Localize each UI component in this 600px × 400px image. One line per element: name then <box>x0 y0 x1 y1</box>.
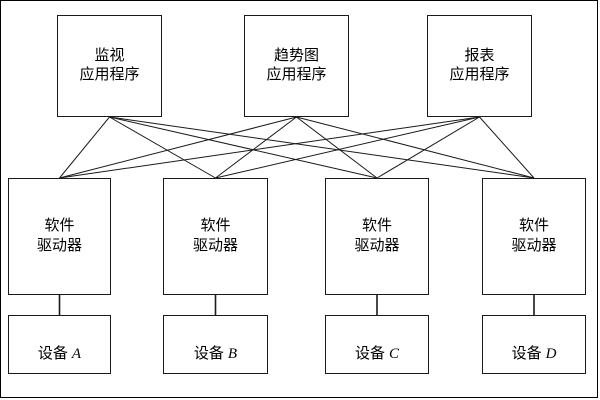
device-node-d-letter: D <box>545 345 557 362</box>
app-node-trend-chart-label: 趋势图 应用程序 <box>266 47 327 83</box>
edge-app2-drv4 <box>296 116 535 179</box>
driver-node-1[interactable]: 软件 驱动器 <box>8 178 111 295</box>
driver-node-2[interactable]: 软件 驱动器 <box>163 178 268 295</box>
driver-node-1-label: 软件 驱动器 <box>36 218 82 254</box>
edge-app2-drv2 <box>215 116 297 179</box>
driver-node-2-label: 软件 驱动器 <box>192 218 238 254</box>
app-node-monitoring[interactable]: 监视 应用程序 <box>57 15 162 117</box>
edge-app1-drv1 <box>59 116 110 179</box>
edge-app2-drv3 <box>296 116 378 179</box>
driver-node-4[interactable]: 软件 驱动器 <box>482 178 586 295</box>
driver-node-3[interactable]: 软件 驱动器 <box>325 178 429 295</box>
app-node-trend-chart[interactable]: 趋势图 应用程序 <box>244 15 349 117</box>
device-node-a-word: 设备 <box>37 345 68 362</box>
edge-app1-drv4 <box>109 116 535 179</box>
device-node-c-word: 设备 <box>354 345 385 362</box>
driver-node-3-label: 软件 驱动器 <box>354 218 400 254</box>
edge-app2-drv1 <box>59 116 297 179</box>
app-node-monitoring-label: 监视 应用程序 <box>79 47 140 83</box>
driver-node-4-label: 软件 驱动器 <box>511 218 557 254</box>
app-node-report-label: 报表 应用程序 <box>449 47 510 83</box>
edge-app3-drv1 <box>59 116 480 179</box>
edge-app3-drv2 <box>215 116 480 179</box>
device-node-c-letter: C <box>389 345 400 362</box>
edge-app1-drv3 <box>109 116 378 179</box>
device-node-b-word: 设备 <box>193 345 224 362</box>
device-node-d-word: 设备 <box>511 345 542 362</box>
edge-app3-drv4 <box>479 116 535 179</box>
device-node-a-letter: A <box>71 345 82 362</box>
device-node-b-letter: B <box>227 345 238 362</box>
edge-app3-drv3 <box>376 116 480 179</box>
edge-app1-drv2 <box>109 116 216 179</box>
app-node-report[interactable]: 报表 应用程序 <box>427 15 532 117</box>
